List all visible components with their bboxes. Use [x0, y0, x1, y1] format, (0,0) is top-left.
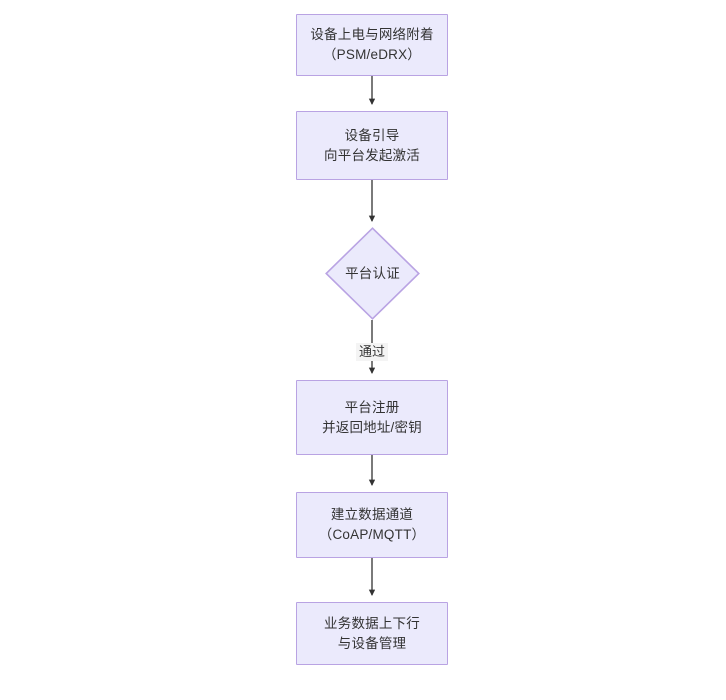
- node-label-line: 建立数据通道: [330, 507, 414, 522]
- node-device-bootstrap[interactable]: 设备引导 向平台发起激活: [296, 111, 448, 180]
- node-label-line: 与设备管理: [337, 635, 407, 651]
- edge-label-pass: 通过: [355, 343, 389, 361]
- node-label-line: 设备引导: [344, 127, 400, 143]
- node-label-line: 平台注册: [344, 399, 400, 415]
- diamond-shape-icon: [325, 227, 420, 320]
- node-label-line: 平台认证: [345, 265, 400, 281]
- node-platform-authentication[interactable]: 平台认证: [325, 227, 420, 320]
- node-label-line: 设备上电与网络附着: [310, 27, 434, 42]
- node-label-line: 向平台发起激活: [324, 147, 420, 163]
- node-device-power-on[interactable]: 设备上电与网络附着 （PSM/eDRX）: [296, 14, 448, 76]
- node-label-line: 业务数据上下行: [324, 615, 420, 631]
- node-establish-data-channel[interactable]: 建立数据通道 （CoAP/MQTT）: [296, 492, 448, 558]
- node-platform-registration[interactable]: 平台注册 并返回地址/密钥: [296, 380, 448, 455]
- node-label-line: （PSM/eDRX）: [322, 47, 422, 62]
- node-label-line: 并返回地址/密钥: [322, 419, 422, 435]
- node-label-line: （CoAP/MQTT）: [318, 527, 426, 542]
- node-service-data-and-device-management[interactable]: 业务数据上下行 与设备管理: [296, 602, 448, 665]
